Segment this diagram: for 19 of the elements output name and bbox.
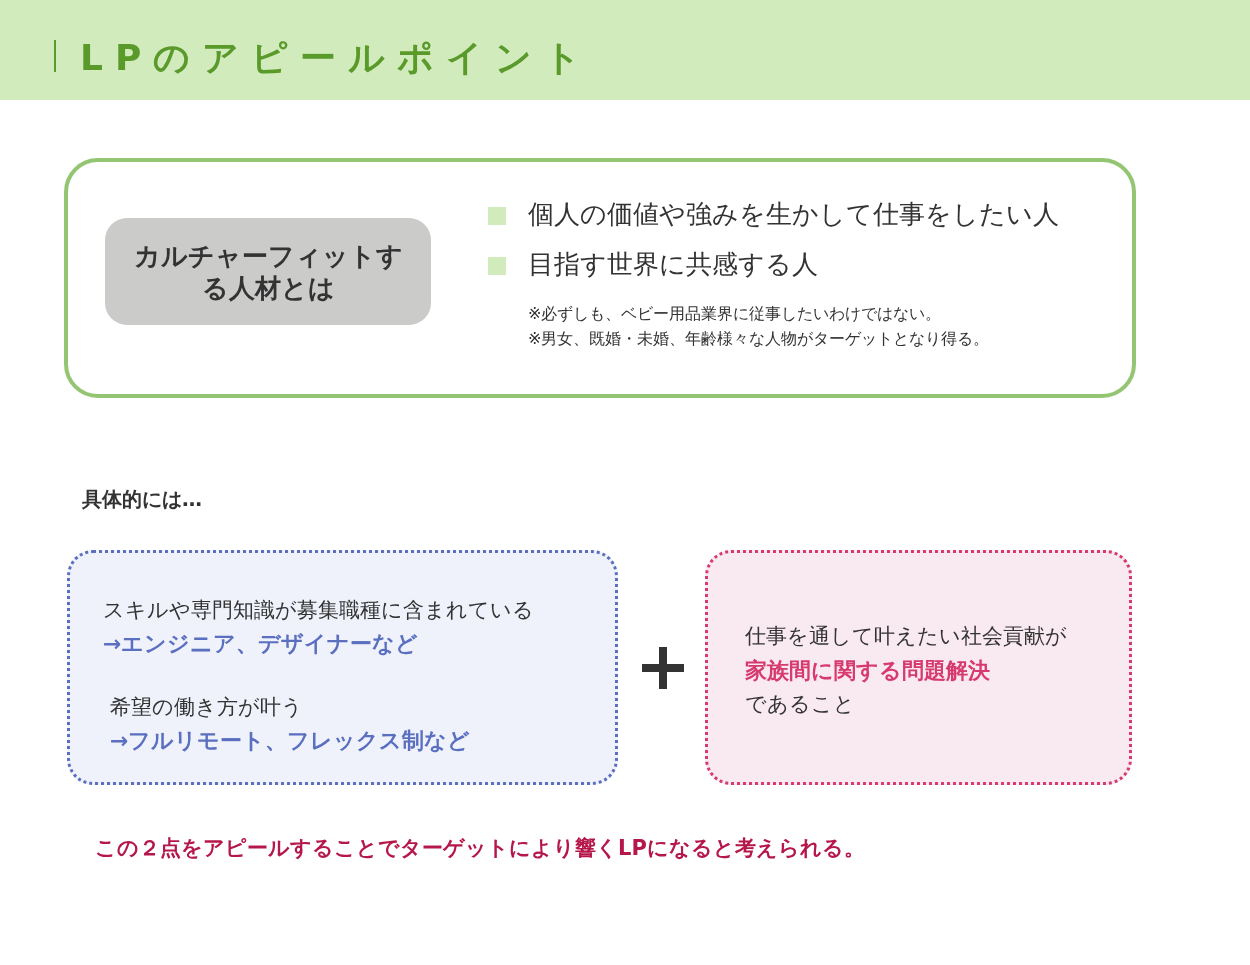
condition-card [67,550,618,785]
example-text: →エンジニア、デザイナーなど [103,630,419,658]
note-text: ※必ずしも、ベビー用品業界に従事したいわけではない。 [528,304,942,325]
content-card [64,158,1136,398]
bullet-text: 目指す世界に共感する人 [528,248,818,281]
bullet-text: 個人の価値や強みを生かして仕事をしたい人 [528,198,1059,231]
note-text: ※男女、既婚・未婚、年齢様々な人物がターゲットとなり得る。 [528,329,990,350]
text: 仕事を通して叶えたい社会貢献が [745,623,1067,650]
text: 希望の働き方が叶う [110,694,303,721]
example-text: →フルリモート、フレックス制など [110,727,471,755]
section-label: 具体的には… [82,486,202,513]
example-text: 家族間に関する問題解決 [745,657,990,685]
condition-card [705,550,1132,785]
heading-pill [105,218,431,325]
heading-text: カルチャーフィットする人材とは [133,239,403,304]
page-title: LPのアピールポイント [80,36,594,80]
text: スキルや専門知識が募集職種に含まれている [103,597,534,624]
text: であること [745,691,855,718]
conclusion-text: この２点をアピールすることでターゲットにより響くLPになると考えられる。 [95,835,865,862]
